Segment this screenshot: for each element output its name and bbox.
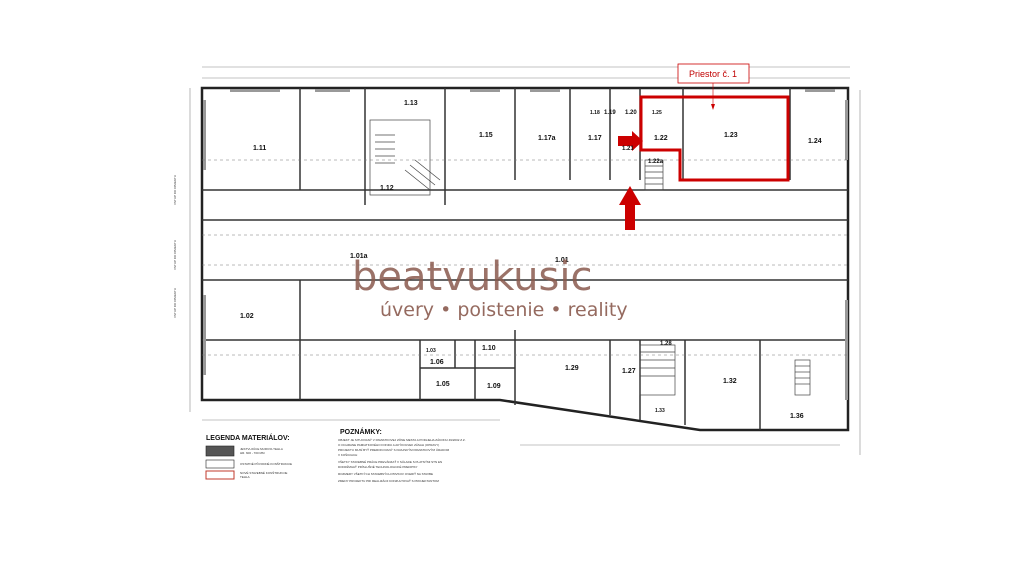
legend-swatch (205, 470, 235, 480)
watermark: beatvukusic úvery • poistenie • reality (352, 254, 628, 321)
room-label: 1.25 (652, 110, 662, 116)
room-label: 1.06 (430, 359, 444, 366)
room-label: 1.17a (538, 135, 556, 142)
callout-box: Priestor č. 1 (677, 63, 750, 110)
notes: POZNÁMKY: OBJEKT JE SITUOVANÝ V PAMIATKO… (338, 427, 466, 483)
room-label: 1.17 (588, 135, 602, 142)
room-label: 1.27 (622, 368, 636, 375)
watermark-tagline: úvery • poistenie • reality (380, 299, 628, 321)
room-label: 1.22a (648, 159, 664, 165)
room-label: 1.19 (604, 110, 616, 116)
side-labels: VSTUP DO OBJEKTU VSTUP DO OBJEKTU VSTUP … (173, 175, 177, 318)
room-label: 1.22 (654, 135, 668, 142)
window-marks (203, 89, 848, 400)
legend-swatch (205, 445, 235, 457)
legend-item-label: NOVÉ STAVEBNÉ KONŠTRUKCIE (240, 470, 287, 475)
room-label: 1.01 (555, 257, 569, 264)
room-label: 1.24 (808, 138, 822, 145)
note-line: ROZMERY VŠETKÝCH STAVEBNÝCH PRVKOV OVERI… (338, 471, 433, 476)
room-label: 1.32 (723, 378, 737, 385)
room-label: 1.11 (253, 145, 266, 152)
room-label: 1.01a (350, 253, 368, 260)
room-label: 1.29 (565, 365, 579, 372)
interior-walls (202, 88, 848, 430)
room-label: 1.21 (622, 146, 634, 152)
room-label: 1.10 (482, 345, 496, 352)
legend-swatch (205, 459, 235, 469)
note-line: DODRŽIAVAŤ PRÍSLUŠNÉ TECHNOLOGICKÉ PREDP… (338, 464, 418, 469)
red-arrow-up (619, 186, 641, 230)
room-label: 1.33 (655, 408, 665, 414)
room-label: 1.09 (487, 383, 501, 390)
room-label: 1.03 (426, 348, 436, 354)
watermark-brand: beatvukusic (352, 254, 592, 300)
notes-title: POZNÁMKY: (340, 427, 382, 436)
entrance-label: VSTUP DO OBJEKTU (173, 288, 177, 318)
room-label: 1.05 (436, 381, 450, 388)
legend-item-label: OSTATNÉ PÔVODNÉ KONŠTRUKCIE (240, 461, 292, 466)
outer-walls (200, 86, 850, 432)
callout-label: Priestor č. 1 (689, 69, 737, 79)
note-line: ZMENY PROJEKTU PRI REALIZÁCII KONZULTOVA… (338, 478, 439, 483)
room-label: 1.36 (790, 413, 804, 420)
note-line: VŠETKY STAVEBNÉ PRÁCE PREVÁDZAŤ V SÚLADE… (338, 459, 442, 464)
room-label: 1.18 (590, 110, 600, 116)
room-label: 1.02 (240, 313, 254, 320)
staircase (369, 119, 811, 396)
legend: LEGENDA MATERIÁLOV: JESTVUJÚCE MURIVO-TE… (205, 433, 292, 480)
legend-item-sub: HR. 600 - 700 MM (240, 451, 265, 455)
legend-item-sub: TEHLA (240, 475, 250, 479)
room-label: 1.15 (479, 132, 493, 139)
note-line: OBJEKT JE SITUOVANÝ V PAMIATKOVEJ ZÓNE M… (338, 437, 466, 442)
room-labels: 1.11 1.13 1.12 1.15 1.17a 1.17 1.18 1.19… (240, 100, 822, 420)
red-arrow-right (618, 131, 643, 151)
room-label: 1.20 (625, 110, 637, 116)
note-line: O OCHRANE PAMIATKOVÉHO FONDU A AKÝKOĽVEK… (338, 442, 439, 447)
room-label: 1.28 (660, 341, 672, 347)
highlighted-area-outline (639, 95, 790, 182)
room-label: 1.12 (380, 185, 394, 192)
note-line: V KOŠICIACH (338, 452, 357, 457)
legend-item-label: JESTVUJÚCE MURIVO-TEHLA (240, 446, 283, 451)
room-label: 1.13 (404, 100, 418, 107)
legend-title: LEGENDA MATERIÁLOV: (206, 433, 290, 442)
entrance-label: VSTUP DO OBJEKTU (173, 240, 177, 270)
room-label: 1.23 (724, 132, 738, 139)
entrance-label: VSTUP DO OBJEKTU (173, 175, 177, 205)
note-line: PROJEKTU MUSÍ BYŤ PREROKOVANÝ S KRAJSKÝM… (338, 447, 450, 452)
